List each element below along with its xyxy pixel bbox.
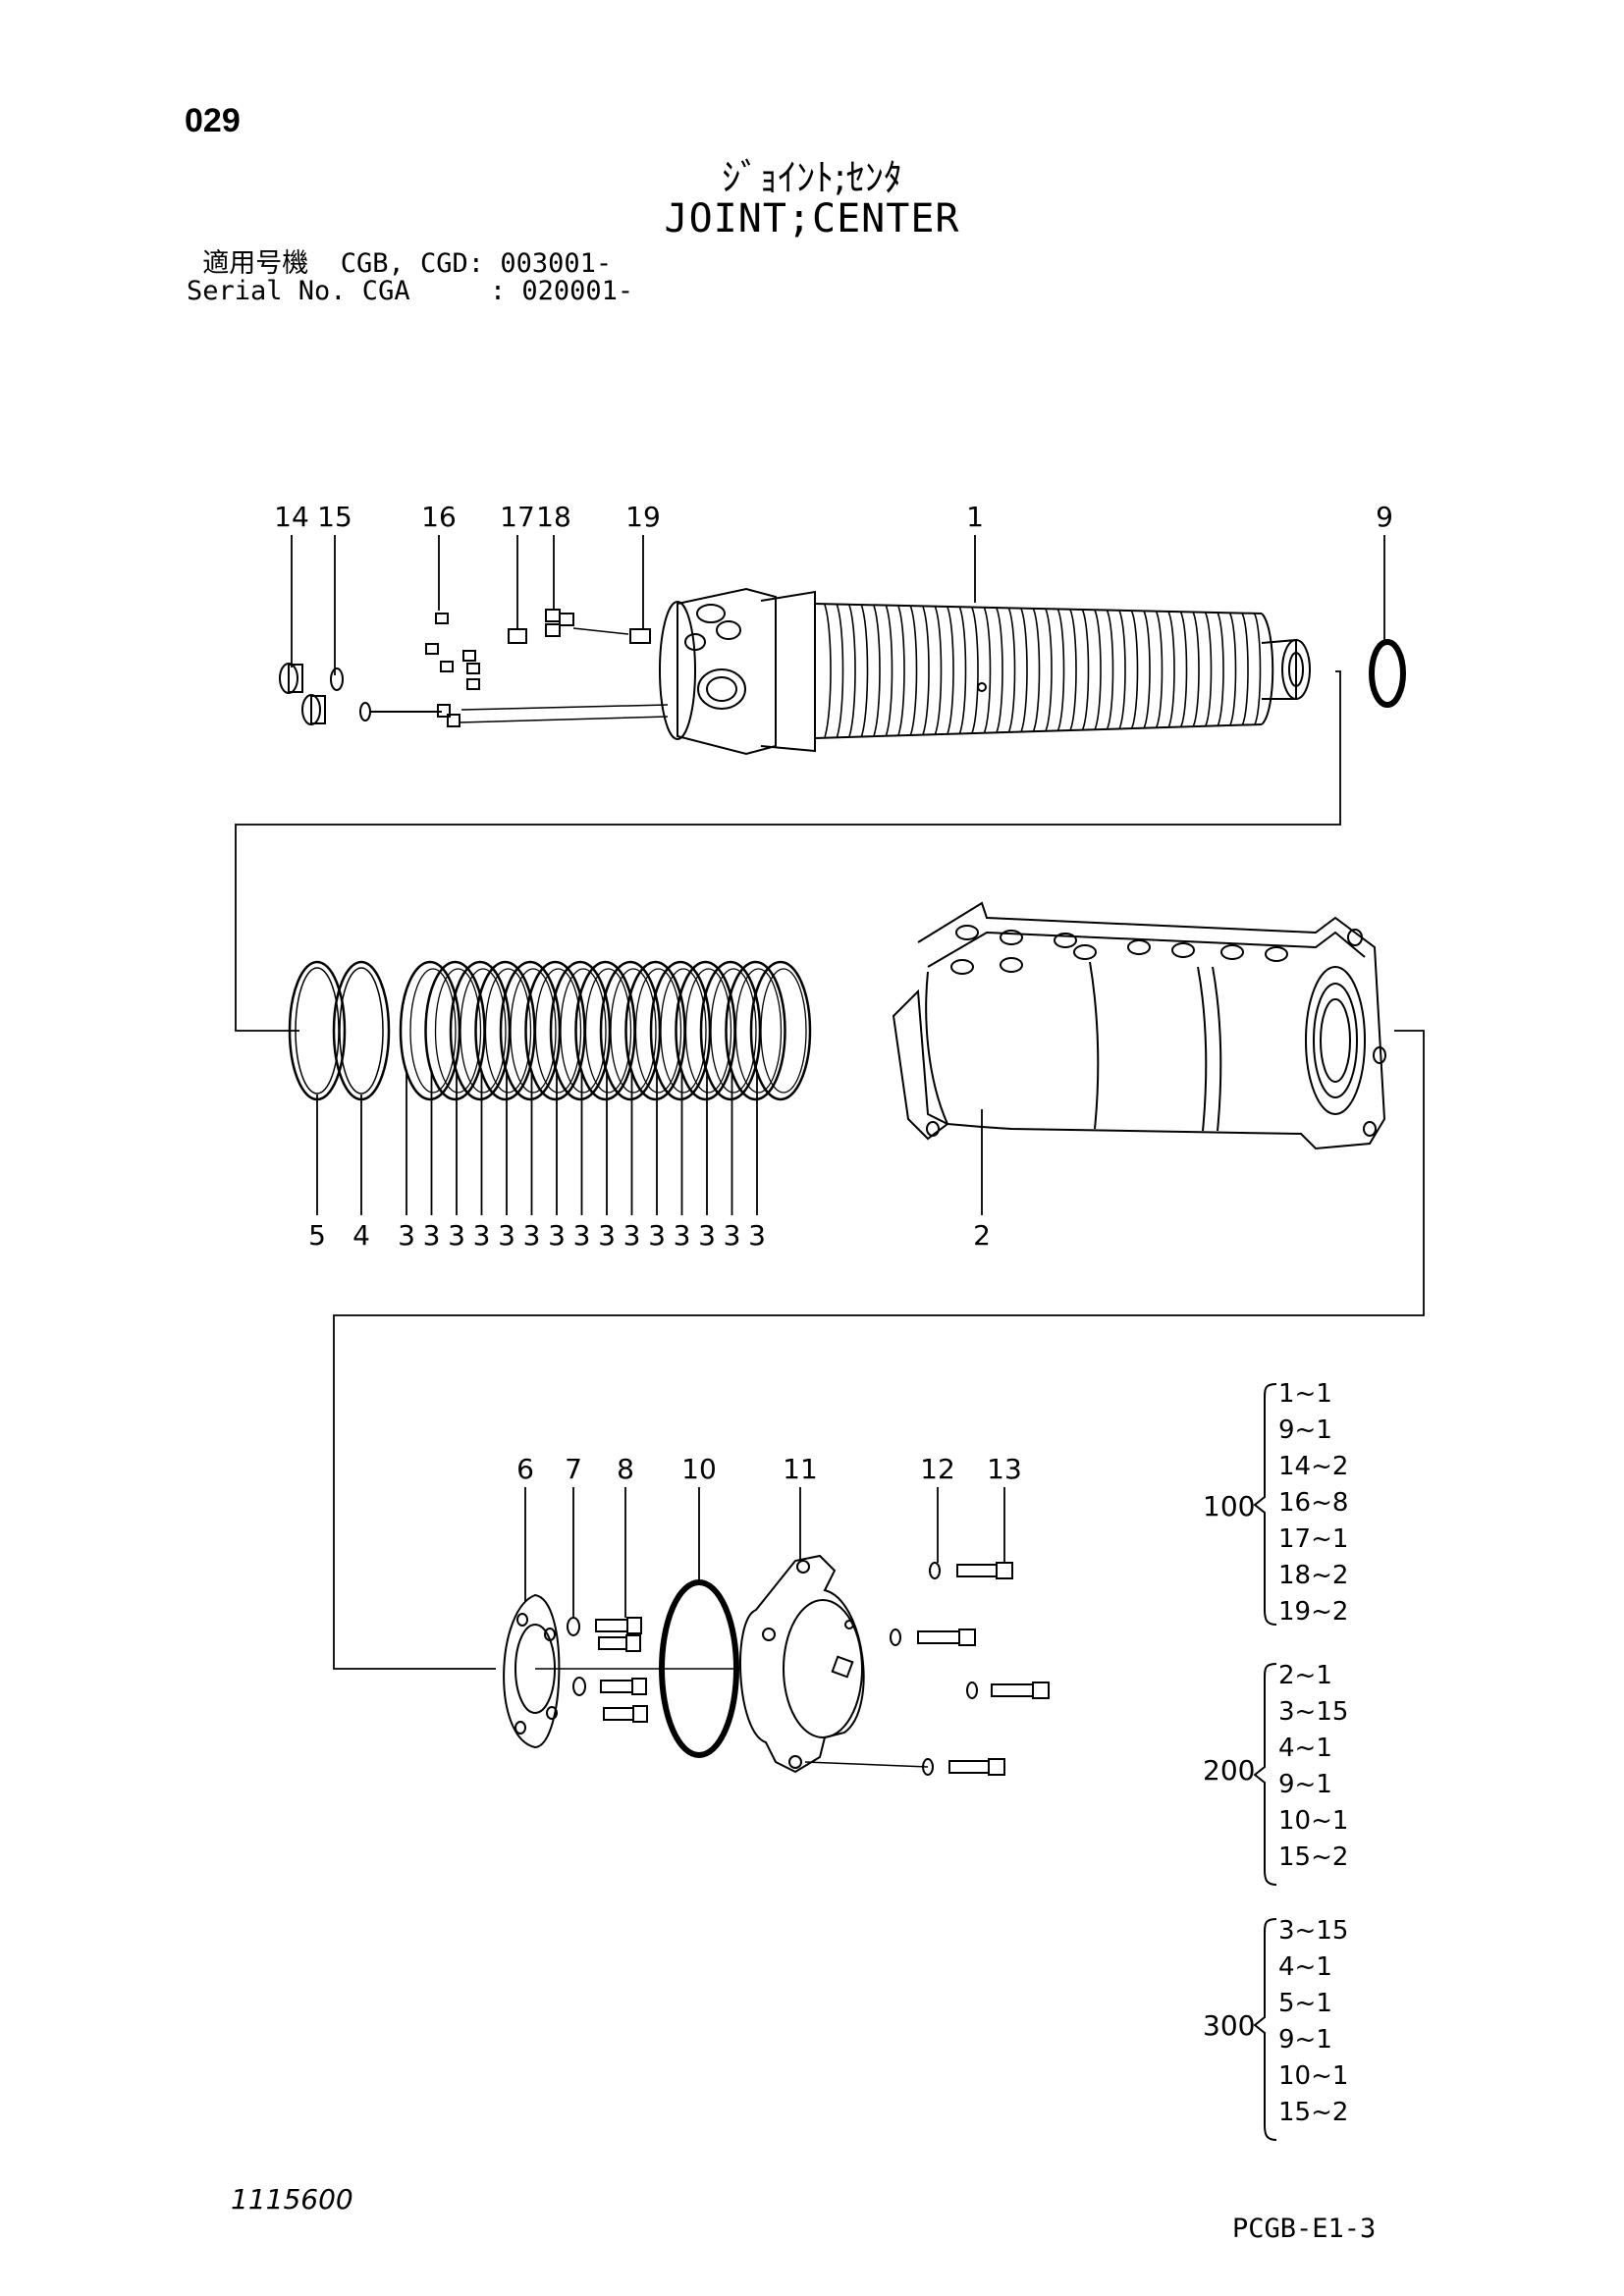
cover-part-11 (738, 1554, 865, 1774)
callout-middle-13: 3 (673, 1219, 691, 1252)
callout-middle-9: 3 (572, 1219, 591, 1252)
callout-bottom-0: 6 (516, 1453, 534, 1485)
callout-top-7: 9 (1376, 501, 1393, 533)
page-number: 029 (185, 102, 241, 139)
callout-bottom-1: 7 (565, 1453, 582, 1485)
callout-middle-1: 4 (352, 1219, 370, 1252)
callout-middle-4: 3 (448, 1219, 465, 1252)
kit-200-item-3: 9~1 (1278, 1770, 1332, 1799)
callout-bottom-6: 13 (987, 1453, 1022, 1485)
kit-300-item-5: 15~2 (1278, 2098, 1349, 2127)
callout-middle-14: 3 (698, 1219, 716, 1252)
plug-parts-14-15 (279, 663, 442, 725)
callout-top-0: 14 (274, 501, 309, 533)
kit-200-item-5: 15~2 (1278, 1842, 1349, 1872)
callout-middle-16: 3 (748, 1219, 766, 1252)
callout-middle-11: 3 (623, 1219, 641, 1252)
callout-middle-6: 3 (498, 1219, 515, 1252)
title-japanese: ｼﾞｮｲﾝﾄ;ｾﾝﾀ (722, 156, 902, 199)
kit-300-item-4: 10~1 (1278, 2061, 1349, 2091)
kit-200-item-2: 4~1 (1278, 1734, 1332, 1763)
kit-300-item-2: 5~1 (1278, 1989, 1332, 2018)
kit-100-item-2: 14~2 (1278, 1452, 1349, 1481)
callout-middle-17: 2 (973, 1219, 991, 1252)
callout-bottom-4: 11 (783, 1453, 818, 1485)
kit-200-item-0: 2~1 (1278, 1661, 1332, 1690)
bolts-washers-7-8-12-13 (535, 1562, 1050, 1776)
callout-middle-8: 3 (548, 1219, 566, 1252)
kit-300-item-1: 4~1 (1278, 1952, 1332, 1982)
callout-top-2: 16 (421, 501, 457, 533)
kit-200-item-1: 3~15 (1278, 1697, 1349, 1727)
callout-middle-0: 5 (308, 1219, 326, 1252)
callout-bottom-2: 8 (617, 1453, 634, 1485)
leaders-top (291, 535, 1385, 675)
small-plugs-16-19 (425, 609, 669, 727)
title-english: JOINT;CENTER (664, 196, 960, 241)
kit-100-item-1: 9~1 (1278, 1415, 1332, 1445)
page-code: PCGB-E1-3 (1232, 2214, 1377, 2244)
kit-200-item-4: 10~1 (1278, 1806, 1349, 1836)
kit-label-100: 100 (1203, 1490, 1256, 1522)
kit-label-300: 300 (1203, 2008, 1256, 2042)
kit-300-item-0: 3~15 (1278, 1916, 1349, 1946)
callout-top-3: 17 (500, 501, 535, 533)
serial-line-1: 適用号機 CGB, CGD: 003001- (187, 248, 613, 279)
spindle-part-1 (659, 587, 1311, 756)
kit-label-200: 200 (1203, 1753, 1256, 1787)
drawing-number: 1115600 (231, 2183, 353, 2216)
callout-middle-2: 3 (398, 1219, 415, 1252)
callout-middle-7: 3 (522, 1219, 541, 1252)
callout-middle-10: 3 (598, 1219, 616, 1252)
callout-middle-15: 3 (723, 1219, 741, 1252)
kit-100-item-3: 16~8 (1278, 1488, 1349, 1518)
callout-bottom-3: 10 (681, 1453, 717, 1485)
callout-bottom-5: 12 (920, 1453, 955, 1485)
o-ring-part-9 (1369, 639, 1406, 708)
callout-middle-12: 3 (648, 1219, 666, 1252)
ring-parts-3-4-5 (288, 960, 812, 1101)
callout-middle-3: 3 (422, 1219, 441, 1252)
leaders-bottom (524, 1487, 1005, 1618)
flange-part-6 (503, 1593, 561, 1749)
kit-100-item-5: 18~2 (1278, 1561, 1349, 1590)
callout-middle-5: 3 (472, 1219, 491, 1252)
kit-100-item-6: 19~2 (1278, 1597, 1349, 1627)
kit-braces (1253, 1383, 1277, 2141)
kit-100-item-4: 17~1 (1278, 1524, 1349, 1554)
kit-100-item-0: 1~1 (1278, 1379, 1332, 1409)
kit-300-item-3: 9~1 (1278, 2025, 1332, 2055)
housing-part-2 (892, 901, 1386, 1150)
callout-top-5: 19 (625, 501, 661, 533)
serial-line-2: Serial No. CGA : 020001- (187, 276, 634, 306)
callout-top-6: 1 (966, 501, 984, 533)
callout-top-1: 15 (317, 501, 352, 533)
callout-top-4: 18 (536, 501, 571, 533)
